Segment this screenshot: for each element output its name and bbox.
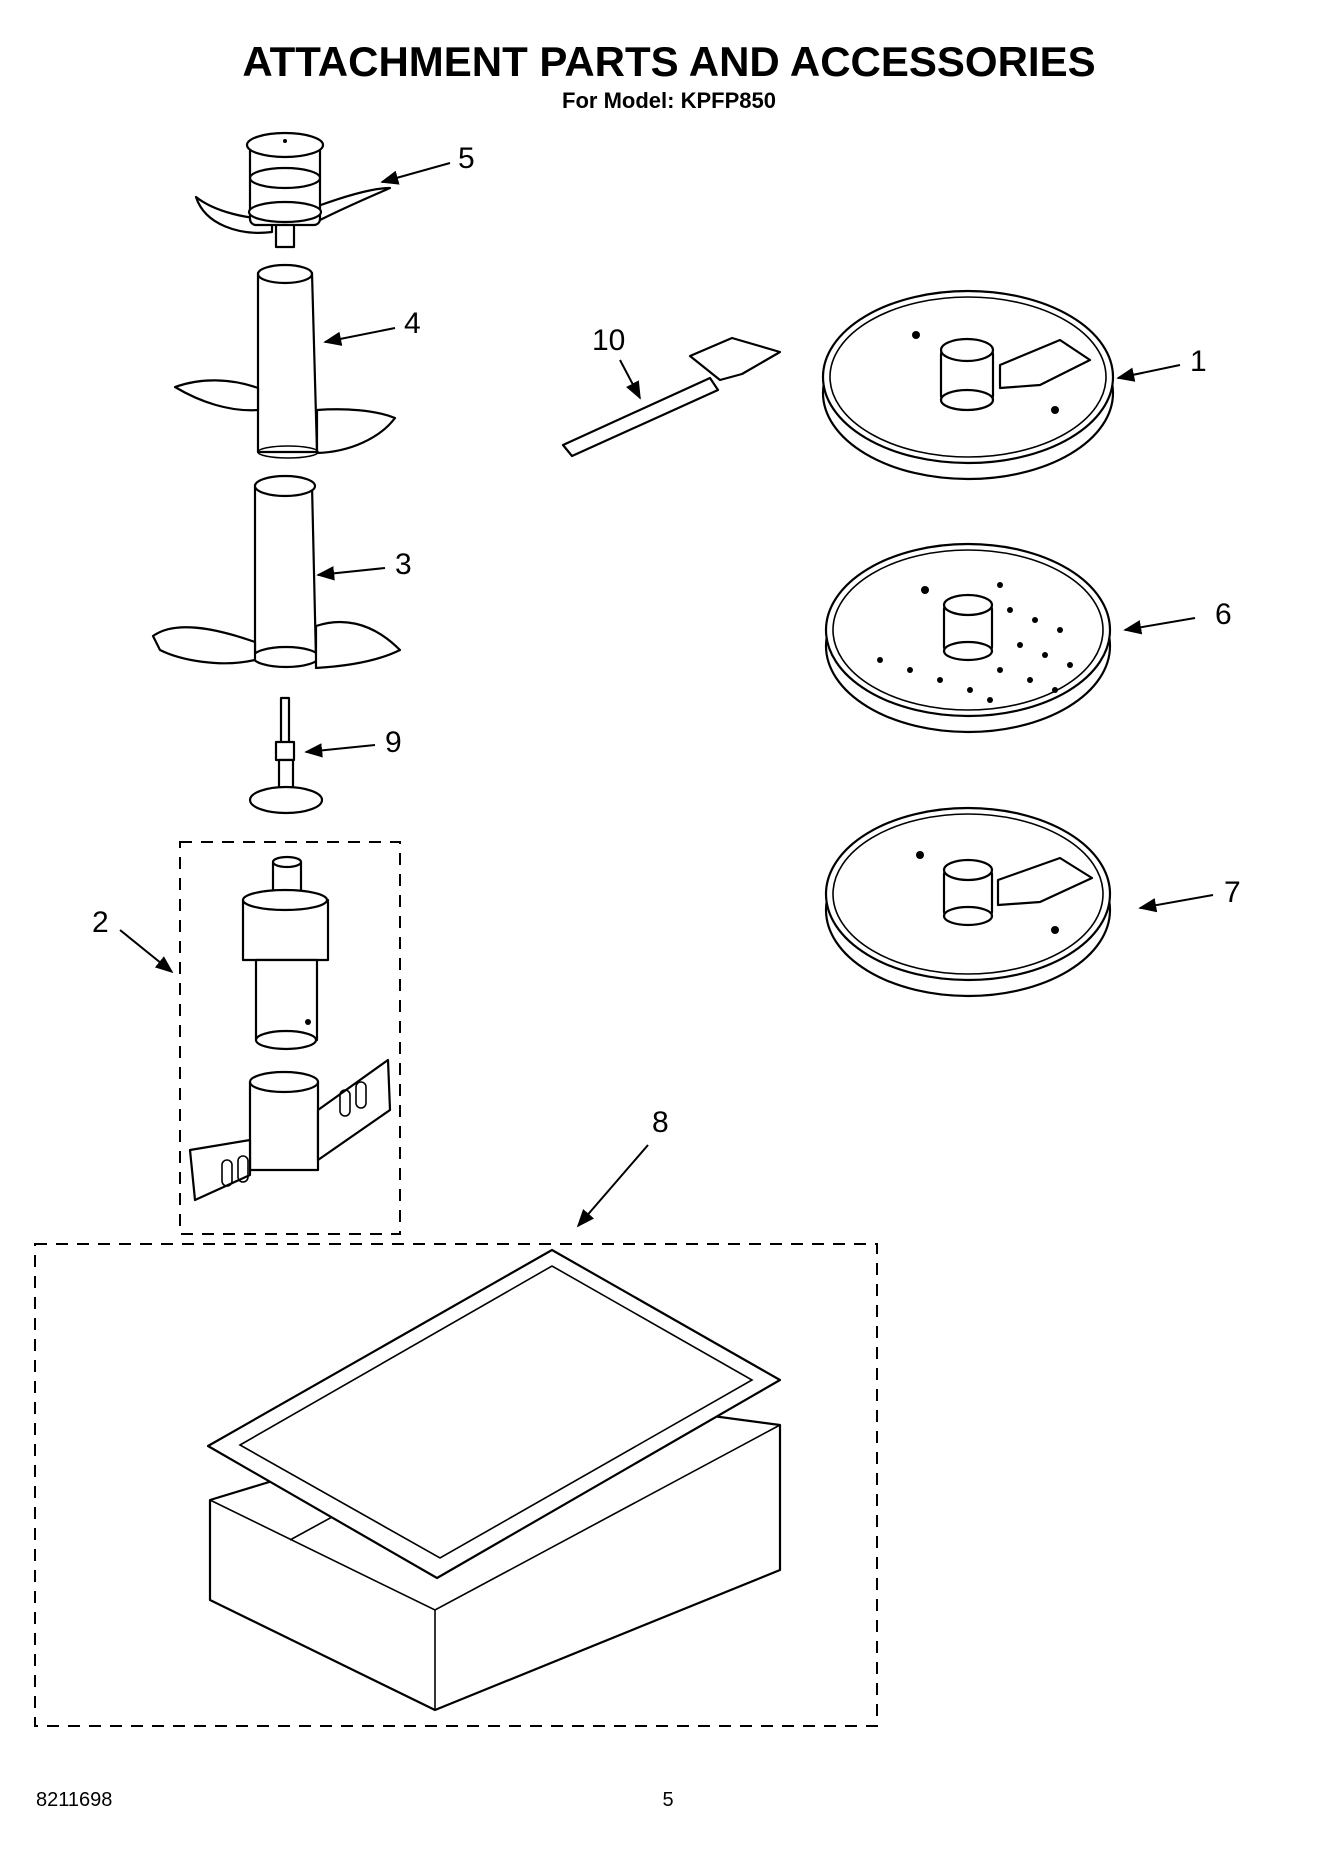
callout-3: 3 xyxy=(395,548,412,581)
callout-7: 7 xyxy=(1224,876,1241,909)
model-subtitle: For Model: KPFP850 xyxy=(562,88,776,113)
part-7-thin-slicing-disc[interactable] xyxy=(824,806,1112,998)
part-8-group-outline xyxy=(34,1243,878,1727)
part-6-shredding-disc[interactable] xyxy=(824,542,1112,734)
callout-10: 10 xyxy=(592,324,625,357)
part-9-drive-adapter[interactable] xyxy=(248,696,324,815)
callout-6: 6 xyxy=(1215,598,1232,631)
part-2-dough-blade-assembly[interactable] xyxy=(188,855,392,1202)
callout-8: 8 xyxy=(652,1106,669,1139)
callout-9: 9 xyxy=(385,726,402,759)
part-3-blade[interactable] xyxy=(151,474,402,670)
page-number: 5 xyxy=(662,1789,673,1811)
part-1-slicing-disc[interactable] xyxy=(821,289,1115,481)
callout-2: 2 xyxy=(92,906,109,939)
document-number: 8211698 xyxy=(36,1789,112,1811)
callout-5: 5 xyxy=(458,142,475,175)
callout-4: 4 xyxy=(404,307,421,340)
part-2-group-outline xyxy=(179,841,401,1235)
part-10-spatula[interactable] xyxy=(561,336,782,458)
part-8-storage-case[interactable] xyxy=(206,1248,782,1712)
callout-leaders xyxy=(119,162,1214,1228)
page-title: ATTACHMENT PARTS AND ACCESSORIES xyxy=(242,38,1095,85)
callout-1: 1 xyxy=(1190,345,1207,378)
part-4-chopping-blade[interactable] xyxy=(173,263,397,459)
part-5-mini-blade[interactable] xyxy=(194,131,392,249)
